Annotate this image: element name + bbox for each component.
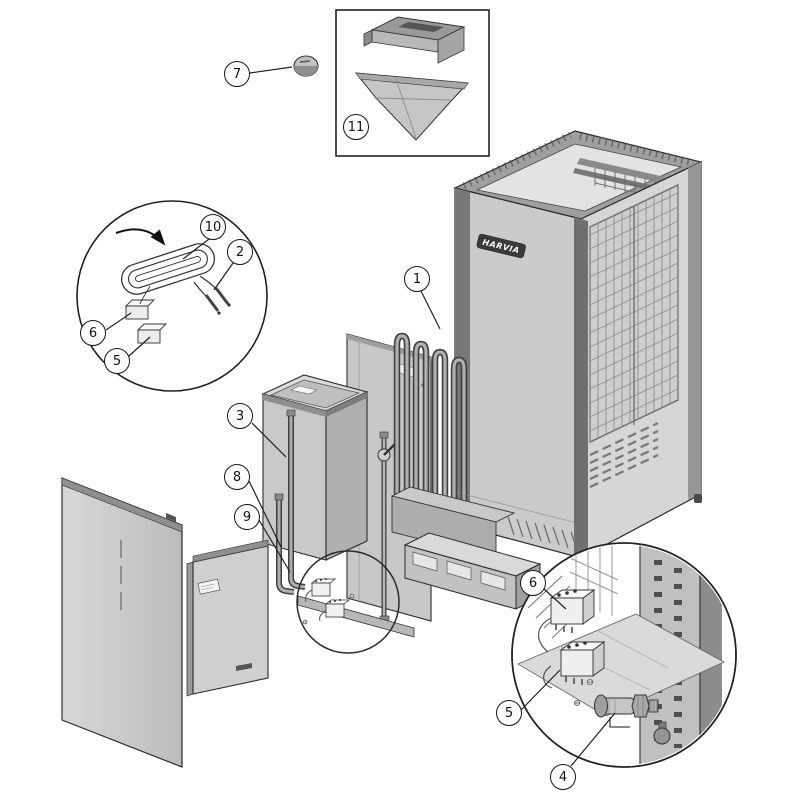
knob-cap bbox=[293, 55, 319, 77]
callout-label: 7 bbox=[232, 66, 242, 82]
heater-top-opening bbox=[475, 143, 683, 212]
leader-lines bbox=[105, 66, 616, 767]
terminal-block-lower bbox=[136, 323, 168, 344]
leveling-foot bbox=[653, 721, 671, 745]
heater-rear-pillar bbox=[688, 162, 701, 500]
front-vent-slats bbox=[507, 516, 578, 551]
stone-lattice bbox=[589, 183, 679, 444]
callout-balloon-3: 3 bbox=[227, 403, 253, 429]
callout-label: 11 bbox=[347, 119, 365, 135]
callout-label: 9 bbox=[242, 509, 252, 525]
contactor-lower bbox=[559, 641, 606, 685]
callout-label: 1 bbox=[412, 271, 422, 287]
zoom-circle-small bbox=[296, 550, 400, 654]
mounting-bracket bbox=[363, 16, 466, 64]
callout-label: 6 bbox=[88, 325, 98, 341]
harvia-badge: HARVIA bbox=[476, 233, 526, 259]
callout-balloon-7: 7 bbox=[224, 61, 250, 87]
contactor-upper bbox=[549, 589, 596, 633]
detail-circle-element bbox=[76, 200, 268, 392]
callout-balloon-1: 1 bbox=[404, 266, 430, 292]
bottom-detail-small bbox=[296, 550, 415, 654]
tank-label bbox=[290, 385, 318, 395]
callout-balloon-6-bottom: 6 bbox=[520, 570, 546, 596]
callout-balloon-11: 11 bbox=[343, 114, 369, 140]
callout-label: 10 bbox=[204, 219, 222, 235]
callout-balloon-9: 9 bbox=[234, 504, 260, 530]
callout-label: 3 bbox=[235, 408, 245, 424]
drain-fitting bbox=[594, 694, 659, 728]
heating-elements bbox=[393, 332, 468, 534]
side-vent-slats bbox=[589, 422, 659, 488]
callout-balloon-10: 10 bbox=[200, 214, 226, 240]
callout-label: 5 bbox=[112, 353, 122, 369]
callout-label: 8 bbox=[232, 469, 242, 485]
heater-corner-pillar bbox=[574, 217, 588, 560]
heater-foot bbox=[694, 494, 702, 503]
callout-balloon-4: 4 bbox=[550, 764, 576, 790]
callout-label: 4 bbox=[558, 769, 568, 785]
front-panel-small bbox=[186, 539, 269, 697]
callout-label: 6 bbox=[528, 575, 538, 591]
callout-balloon-6-element: 6 bbox=[80, 320, 106, 346]
callout-balloon-5-bottom: 5 bbox=[496, 700, 522, 726]
callout-balloon-2: 2 bbox=[227, 239, 253, 265]
heater-body: HARVIA bbox=[453, 130, 703, 568]
deflector-plate bbox=[354, 72, 470, 141]
callout-label: 2 bbox=[235, 244, 245, 260]
callout-balloon-8: 8 bbox=[224, 464, 250, 490]
rim-vent-slots bbox=[458, 131, 697, 230]
callout-balloon-5-element: 5 bbox=[104, 348, 130, 374]
detail-circle-bottom bbox=[511, 542, 737, 768]
pointer-arrow bbox=[115, 228, 166, 246]
side-panel-large bbox=[61, 477, 183, 768]
heating-element-detail bbox=[120, 243, 216, 295]
callout-label: 5 bbox=[504, 705, 514, 721]
